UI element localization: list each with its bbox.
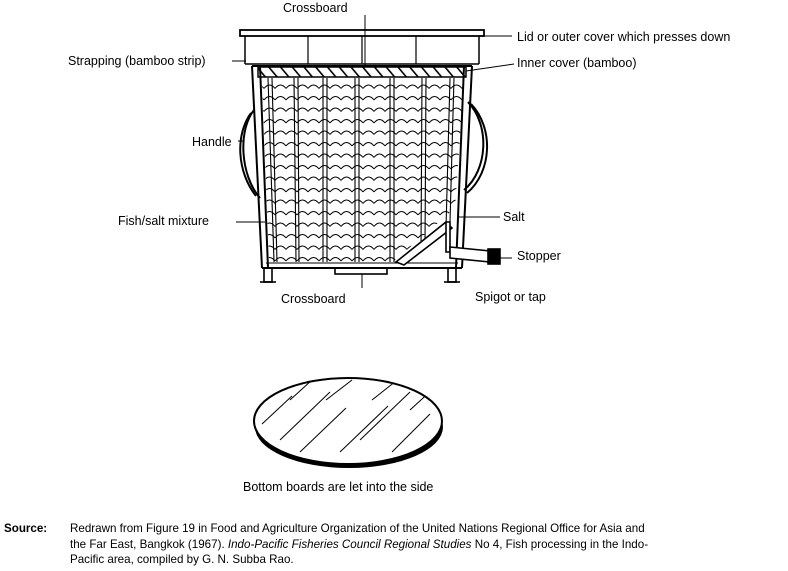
source-line-2a: the Far East, Bangkok (1967). <box>70 537 228 551</box>
leader-lines <box>232 15 515 288</box>
source-line-2: the Far East, Bangkok (1967). Indo-Pacif… <box>70 537 786 553</box>
spigot-tap <box>394 220 501 266</box>
label-crossboard-bottom: Crossboard <box>281 292 346 306</box>
disc-caption: Bottom boards are let into the side <box>243 480 434 494</box>
lid-outer-cover <box>239 29 485 65</box>
label-spigot: Spigot or tap <box>475 290 546 304</box>
label-handle: Handle <box>192 135 232 149</box>
label-fish-salt-mixture: Fish/salt mixture <box>118 214 209 228</box>
fish-salt-mixture <box>262 80 464 262</box>
label-lid: Lid or outer cover which presses down <box>517 30 731 44</box>
label-strapping: Strapping (bamboo strip) <box>68 54 206 68</box>
inner-cover <box>257 66 467 78</box>
label-inner-cover: Inner cover (bamboo) <box>517 56 637 70</box>
source-line-1: Redrawn from Figure 19 in Food and Agric… <box>70 522 645 535</box>
label-stopper: Stopper <box>517 249 561 263</box>
source-text: Redrawn from Figure 19 in Food and Agric… <box>70 521 786 568</box>
source-line-3: Pacific area, compiled by G. N. Subba Ra… <box>70 553 294 566</box>
source-line-2-italic: Indo-Pacific Fisheries Council Regional … <box>227 537 472 551</box>
label-salt: Salt <box>503 210 525 224</box>
label-crossboard-top: Crossboard <box>283 1 348 15</box>
bottom-board-disc <box>253 377 443 468</box>
strapping-strips <box>267 77 455 263</box>
handles <box>239 101 489 199</box>
source-label: Source: <box>4 522 48 535</box>
bottom-crossboard <box>260 267 460 283</box>
source-line-2b: No 4, Fish processing in the Indo- <box>471 537 649 551</box>
